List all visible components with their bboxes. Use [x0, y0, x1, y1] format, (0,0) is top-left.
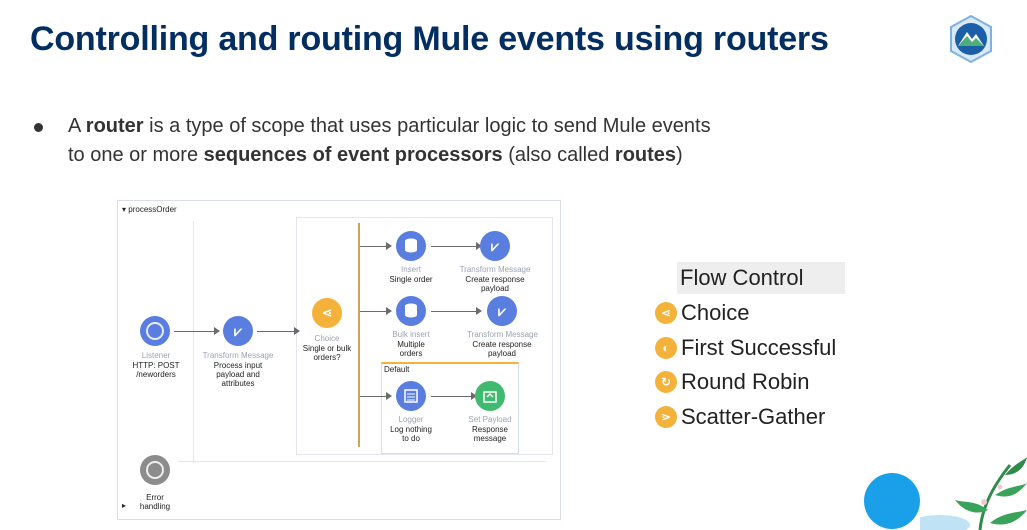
bullet-dot: [34, 123, 43, 132]
flow-control-item-first-successful[interactable]: ◐First Successful: [655, 335, 836, 361]
set-payload-label-1: Response: [471, 425, 509, 434]
logger-icon[interactable]: [396, 381, 426, 411]
error-label-2: handling: [139, 502, 171, 511]
flow-control-item-round-robin[interactable]: ↻Round Robin: [655, 369, 809, 395]
choice-label-1: Single or bulk: [302, 344, 352, 353]
scatter-gather-icon: ⋗: [655, 406, 677, 428]
error-divider: [178, 461, 546, 462]
bullet-line-1: A router is a type of scope that uses pa…: [68, 115, 711, 137]
route-spine: [358, 223, 360, 447]
transform-message-icon[interactable]: ⩗: [223, 316, 253, 346]
route2-transform-label-2: payload: [487, 349, 517, 358]
logger-label-2: to do: [402, 434, 420, 443]
route1-transform-label-1: Create response: [465, 275, 525, 284]
default-route-label: Default: [384, 365, 410, 374]
decorative-blue-circle: [864, 473, 920, 529]
round-robin-icon: ↻: [655, 371, 677, 393]
flow-control-item-scatter-gather[interactable]: ⋗Scatter-Gather: [655, 404, 825, 430]
set-payload-type: Set Payload: [468, 415, 512, 424]
error-label-1: Error: [146, 493, 164, 502]
route1-insert-label: Single order: [389, 275, 433, 284]
flow-border: [193, 221, 194, 463]
trailhead-mountain-logo: [950, 14, 992, 64]
route1-insert-type: Insert: [400, 265, 421, 274]
error-handling-icon[interactable]: [140, 455, 170, 485]
route1-transform-type: Transform Message: [459, 265, 531, 274]
slide-title: Controlling and routing Mule events usin…: [30, 20, 829, 58]
http-listener-icon[interactable]: [140, 316, 170, 346]
set-payload-label-2: message: [473, 434, 507, 443]
listener-type: Listener: [141, 351, 171, 360]
route1-transform-label-2: payload: [480, 284, 510, 293]
choice-type: Choice: [314, 334, 340, 343]
route2-transform-label-1: Create response: [472, 340, 532, 349]
route2-transform-type: Transform Message: [467, 330, 538, 339]
database-bulk-insert-icon[interactable]: [396, 296, 426, 326]
transform1-label-1: Process input: [213, 361, 263, 370]
choice-label-2: orders?: [313, 353, 341, 362]
default-route-box: [381, 362, 519, 454]
listener-label-2: /neworders: [136, 370, 176, 379]
listener-label-1: HTTP: POST: [132, 361, 180, 370]
logger-label-1: Log nothing: [390, 425, 432, 434]
transform1-label-3: attributes: [221, 379, 255, 388]
transform1-label-2: payload and: [216, 370, 260, 379]
database-insert-icon[interactable]: [396, 231, 426, 261]
flow-name-label: ▾ processOrder: [122, 205, 177, 214]
route2-insert-label-1: Multiple: [397, 340, 425, 349]
transform-message-icon[interactable]: ⩗: [487, 296, 517, 326]
transform-message-icon[interactable]: ⩗: [480, 231, 510, 261]
choice-router-icon[interactable]: ⋖: [312, 298, 342, 328]
transform1-type: Transform Message: [202, 351, 274, 360]
decorative-plant-icon: [920, 457, 1027, 530]
mule-flow-diagram: ▾ processOrder Listener HTTP: POST /newo…: [117, 200, 561, 520]
flow-control-header: Flow Control: [677, 262, 845, 294]
route2-insert-label-2: orders: [399, 349, 423, 358]
choice-icon: ⋖: [655, 302, 677, 324]
flow-control-item-choice[interactable]: ⋖Choice: [655, 300, 749, 326]
set-payload-icon[interactable]: [475, 381, 505, 411]
logger-type: Logger: [398, 415, 424, 424]
expand-arrow-icon[interactable]: ▸: [122, 501, 127, 510]
bullet-line-2: to one or more sequences of event proces…: [68, 144, 683, 166]
choice-scope-border: [296, 217, 553, 455]
route2-insert-type: Bulk insert: [392, 330, 430, 339]
first-successful-icon: ◐: [655, 337, 677, 359]
